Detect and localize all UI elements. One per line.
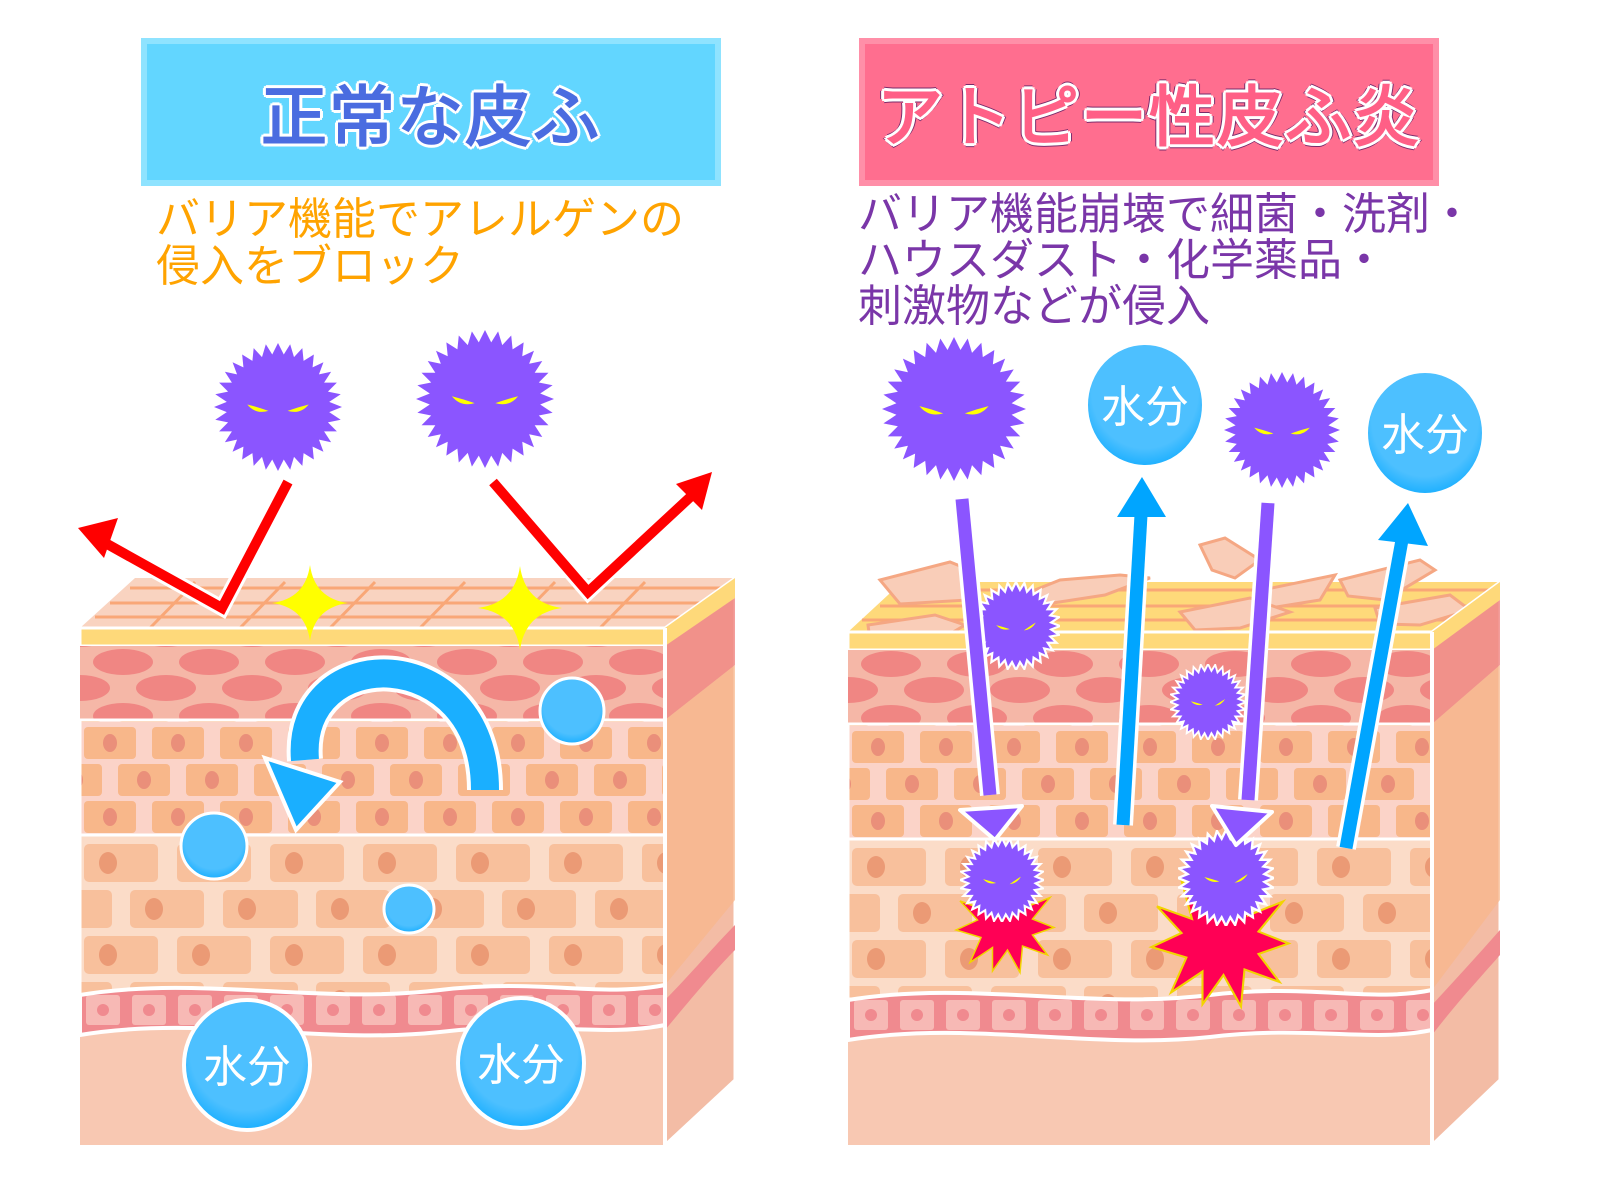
normal-skin-title-box: 正常な皮ふ xyxy=(141,38,721,186)
moisture-label: 水分 xyxy=(1101,382,1189,433)
invading-germ-icon xyxy=(1178,830,1274,926)
moisture-droplet-icon xyxy=(382,883,436,935)
basal-layer xyxy=(846,987,1434,1043)
normal-skin-title: 正常な皮ふ xyxy=(261,79,601,156)
invading-germ-icon xyxy=(960,838,1044,922)
invading-arrow-1 xyxy=(952,498,1024,842)
moisture-bubble-normal-1: 水分 xyxy=(182,998,312,1132)
moisture-escape-arrow-1 xyxy=(1113,477,1166,826)
deflect-arrow-right xyxy=(486,472,712,604)
moisture-bubble-atopic-2: 水分 xyxy=(1364,369,1486,497)
normal-description-line-1: バリア機能でアレルゲンの xyxy=(156,194,684,245)
atopic-description-line-3: 刺激物などが侵入 xyxy=(858,281,1210,332)
allergen-germ-icon xyxy=(882,337,1026,481)
atopic-description-line-1: バリア機能崩壊で細菌・洗剤・ xyxy=(858,189,1474,240)
atopic-description-line-2: ハウスダスト・化学薬品・ xyxy=(858,235,1386,286)
invading-arrow-2 xyxy=(1210,502,1278,847)
deflect-arrow-left xyxy=(78,478,296,619)
lower-spinous-layer xyxy=(78,833,667,997)
allergen-germ-icon xyxy=(416,330,554,468)
lower-spinous-layer xyxy=(846,837,1434,1001)
moisture-label: 水分 xyxy=(477,1040,565,1091)
atopic-dermatitis-title: アトピー性皮ふ炎 xyxy=(877,79,1421,156)
atopic-dermatitis-description: バリア機能崩壊で細菌・洗剤・ ハウスダスト・化学薬品・ 刺激物などが侵入 xyxy=(858,192,1474,330)
basal-layer xyxy=(78,982,667,1038)
moisture-label: 水分 xyxy=(203,1042,291,1093)
moisture-label: 水分 xyxy=(1381,410,1469,461)
moisture-bubble-atopic-1: 水分 xyxy=(1084,341,1206,469)
allergen-germ-icon xyxy=(214,343,342,471)
normal-skin-description: バリア機能でアレルゲンの 侵入をブロック xyxy=(156,196,684,290)
moisture-circulation-arrow xyxy=(261,655,503,834)
normal-description-line-2: 侵入をブロック xyxy=(156,241,464,292)
allergen-germ-icon xyxy=(1224,372,1340,488)
spinous-layer xyxy=(846,722,1434,841)
moisture-droplet-icon xyxy=(179,811,249,881)
atopic-dermatitis-title-box: アトピー性皮ふ炎 xyxy=(859,38,1439,186)
moisture-escape-arrow-2 xyxy=(1336,503,1428,850)
moisture-droplet-icon xyxy=(538,676,606,746)
atopic-skin-block xyxy=(846,536,1502,1149)
moisture-bubble-normal-2: 水分 xyxy=(456,996,586,1130)
invading-germ-icon xyxy=(1170,664,1246,740)
